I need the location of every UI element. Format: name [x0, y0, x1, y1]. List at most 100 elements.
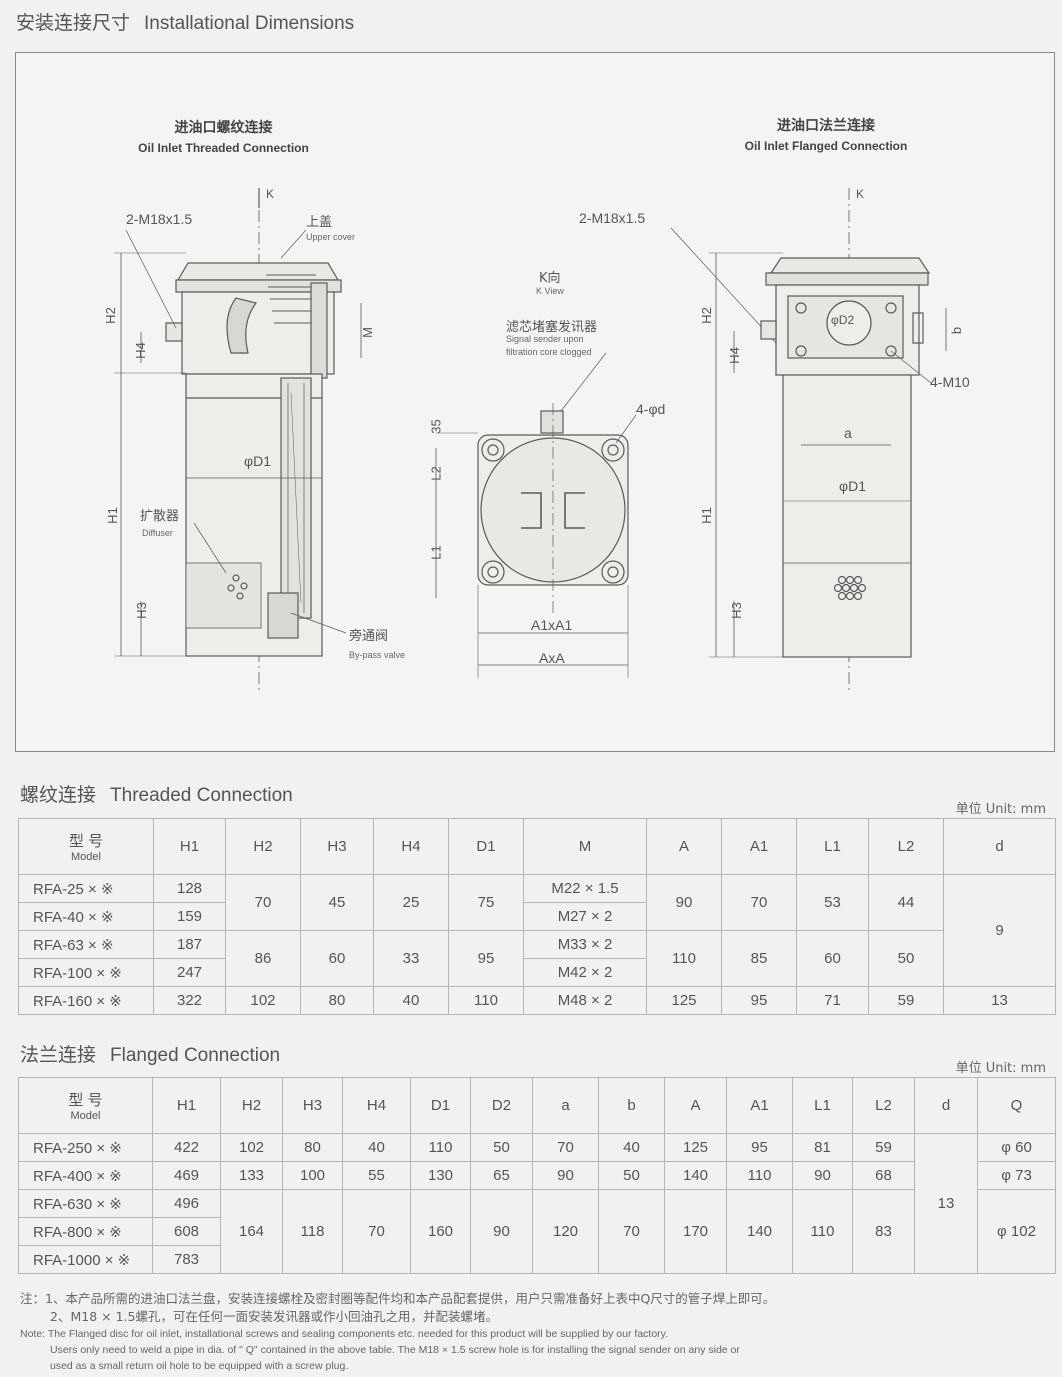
- threaded-figure-title: 进油口螺纹连接 Oil Inlet Threaded Connection: [121, 117, 326, 155]
- page-title-en: Installational Dimensions: [144, 13, 355, 34]
- model-cell: RFA-400 × ※: [18, 1161, 153, 1190]
- flanged-figure-title-en: Oil Inlet Flanged Connection: [744, 139, 908, 153]
- note-cn-1: 注：1、本产品所需的进油口法兰盘，安装连接螺栓及密封圈等配件均和本产品配套提供，…: [20, 1291, 776, 1306]
- header-cell: D1: [410, 1077, 471, 1134]
- h1-cell: 159: [153, 902, 226, 931]
- m-cell: M27 × 2: [523, 902, 647, 931]
- threaded-title-en: Threaded Connection: [110, 785, 293, 806]
- value-cell: 120: [532, 1189, 599, 1274]
- header-cell: d: [914, 1077, 978, 1134]
- value-cell: 80: [282, 1133, 343, 1162]
- l1-cell: 60: [796, 930, 869, 987]
- h1-cell: 247: [153, 958, 226, 987]
- l2-label: L2: [428, 466, 444, 481]
- header-cell: L2: [868, 818, 944, 875]
- h1-cell: 783: [152, 1245, 221, 1274]
- upper-cover-label-en: Upper cover: [306, 232, 356, 242]
- note-cn-2: 2、M18 × 1.5螺孔，可在任何一面安装发讯器或作小回油孔之用，并配装螺堵。: [50, 1309, 498, 1324]
- header-cell: a: [532, 1077, 599, 1134]
- a1xa1-label: A1xA1: [531, 617, 573, 633]
- model-cell: RFA-25 × ※: [18, 874, 154, 903]
- value-cell: 70: [598, 1189, 665, 1274]
- d1-label-left: φD1: [244, 453, 271, 469]
- header-cell: L2: [852, 1077, 915, 1134]
- threaded-section-title: 螺纹连接 Threaded Connection: [20, 780, 293, 807]
- a1-cell: 85: [721, 930, 797, 987]
- h1-cell: 187: [153, 930, 226, 959]
- diffuser-label-en: Diffuser: [142, 528, 173, 538]
- value-cell: 118: [282, 1189, 343, 1274]
- table-row: RFA-1000 × ※ 783: [18, 1245, 1056, 1274]
- value-cell: 70: [342, 1189, 411, 1274]
- d2-label: φD2: [831, 313, 855, 327]
- value-cell: 140: [726, 1189, 793, 1274]
- value-cell: 110: [410, 1133, 471, 1162]
- h3-cell: 80: [300, 986, 374, 1015]
- d-cell: 13: [943, 986, 1056, 1015]
- bypass-label-en: By-pass valve: [349, 650, 406, 660]
- l1-label: L1: [428, 545, 444, 560]
- threaded-title-cn: 螺纹连接: [20, 784, 97, 806]
- technical-drawing-svg: [114, 188, 947, 693]
- d1-cell: 95: [448, 930, 524, 987]
- h3-label-right: H3: [728, 602, 744, 619]
- upper-cover-label-cn: 上盖: [306, 215, 333, 230]
- flanged-figure-title-cn: 进油口法兰连接: [777, 118, 875, 134]
- value-cell: 100: [282, 1161, 343, 1190]
- threaded-filter-drawing: [114, 188, 362, 693]
- thread-label-mid: 2-M18x1.5: [579, 210, 646, 226]
- h1-cell: 496: [152, 1189, 221, 1218]
- b-label: b: [949, 326, 965, 335]
- value-cell: 50: [470, 1133, 533, 1162]
- diffuser-label-cn: 扩散器: [140, 509, 180, 524]
- d1-label-right: φD1: [839, 478, 866, 494]
- h1-cell: 422: [152, 1133, 221, 1162]
- h4-cell: 33: [373, 930, 449, 987]
- flanged-title-cn: 法兰连接: [20, 1044, 97, 1066]
- value-cell: 90: [532, 1161, 599, 1190]
- l2-cell: 59: [868, 986, 944, 1015]
- header-cell: H2: [225, 818, 301, 875]
- header-cell: A1: [721, 818, 797, 875]
- model-cell: RFA-40 × ※: [18, 902, 154, 931]
- model-cell: RFA-63 × ※: [18, 930, 154, 959]
- header-cell: M: [523, 818, 647, 875]
- note-en-3: used as a small return oil hole to be eq…: [50, 1360, 349, 1372]
- k-arrow-label-left: K: [266, 187, 275, 201]
- value-cell: 55: [342, 1161, 411, 1190]
- k-view-label-cn: K向: [539, 271, 561, 286]
- note-en-1: Note: The Flanged disc for oil inlet, in…: [20, 1328, 669, 1340]
- model-cell: RFA-250 × ※: [18, 1133, 153, 1162]
- note-en-2: Users only need to weld a pipe in dia. o…: [50, 1344, 740, 1356]
- table-row: RFA-40 × ※ 159 M27 × 2: [18, 902, 1056, 931]
- m-cell: M42 × 2: [523, 958, 647, 987]
- value-cell: 81: [792, 1133, 853, 1162]
- k-view-label-en: K View: [536, 286, 564, 296]
- value-cell: 164: [220, 1189, 283, 1274]
- h4-cell: 25: [373, 874, 449, 931]
- d1-cell: 110: [448, 986, 524, 1015]
- signal-sender-label-cn: 滤芯堵塞发讯器: [506, 320, 598, 335]
- header-cell: d: [943, 818, 1056, 875]
- h3-cell: 45: [300, 874, 374, 931]
- notes-block: 注：1、本产品所需的进油口法兰盘，安装连接螺栓及密封圈等配件均和本产品配套提供，…: [20, 1290, 1030, 1374]
- h1-cell: 608: [152, 1217, 221, 1246]
- flanged-figure-title: 进油口法兰连接 Oil Inlet Flanged Connection: [726, 115, 926, 153]
- h4-cell: 40: [373, 986, 449, 1015]
- model-cell: RFA-100 × ※: [18, 958, 154, 987]
- l2-cell: 44: [868, 874, 944, 931]
- m10-label: 4-M10: [930, 374, 970, 390]
- q-cell: φ 73: [977, 1161, 1056, 1190]
- model-cell: RFA-1000 × ※: [18, 1245, 153, 1274]
- header-cell: A: [646, 818, 722, 875]
- header-cell: H1: [153, 818, 226, 875]
- value-cell: 40: [342, 1133, 411, 1162]
- table-row: RFA-250 × ※ 422 102 80 40 110 50 70 40 1…: [18, 1133, 1056, 1274]
- d-cell: 13: [914, 1133, 978, 1274]
- a-cell: 110: [646, 930, 722, 987]
- h2-label-left: H2: [102, 307, 118, 324]
